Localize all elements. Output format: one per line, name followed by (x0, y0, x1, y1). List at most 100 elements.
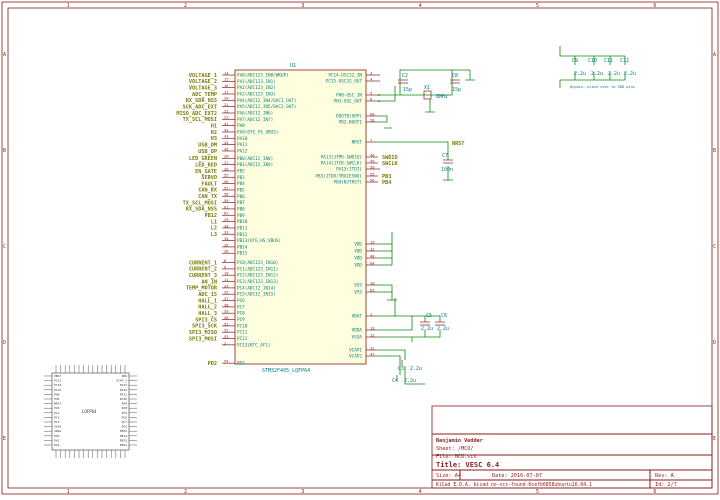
footprint-pin-name: PA12 (120, 388, 127, 392)
mcu-pin-name: PC10 (237, 323, 248, 329)
c8-value: 15p (452, 87, 461, 93)
mcu-ref: U1 (290, 63, 296, 69)
c11-value: 2.2u (608, 71, 620, 77)
footprint-pin-name: PB14 (120, 434, 127, 438)
net-label: SPI3_CS (195, 317, 217, 323)
mcu-pin-name: VSSA (352, 335, 363, 341)
title-block: Benjamin Vedder Sheet: /MCU/ File: MCU.s… (431, 405, 713, 489)
net-label: PB4 (382, 180, 391, 186)
mcu-pin-number: 37 (224, 296, 229, 301)
footprint-label: LQFP64 (82, 409, 97, 414)
grid-row-label: B (713, 148, 716, 154)
mcu-pin-name: VDDA (352, 328, 363, 334)
mcu-pin-number: 27 (224, 160, 229, 165)
mcu-pin-number: 28 (224, 166, 229, 171)
mcu-pin-number: 12 (370, 332, 375, 337)
net-label: CURRENT_1 (189, 260, 217, 266)
net-label: HALL_2 (198, 305, 217, 311)
tb-kicad: KiCad E.D.A. kicad no-vcs-found-6cefb685… (436, 482, 592, 488)
mcu-pin-name: PB10 (237, 219, 248, 225)
mcu-pin-number: 46 (370, 152, 375, 157)
mcu-pin-number: 28 (370, 117, 375, 122)
mcu-pin-number: 38 (224, 302, 229, 307)
mcu-right-pins: 3PC14-OSC32_IN×4PC15-OSC32_OUT×5PH0-OSC_… (315, 70, 398, 359)
footprint-pin-name: VDDA (54, 429, 61, 433)
mcu-pin-name: PA4(ADC12_IN4/DAC1_OUT) (237, 98, 297, 104)
mcu-pin-number: 45 (224, 146, 229, 151)
mcu-pin-name: PA3(ADC123_IN3) (237, 91, 276, 97)
grid-col-label: 3 (301, 3, 304, 9)
net-label: H1 (211, 123, 217, 129)
mcu-pin-number: 33 (224, 230, 229, 235)
grid-col-label: 5 (536, 3, 539, 9)
mcu-pin-number: 14 (224, 70, 229, 75)
tb-title: Title: VESC 6.4 (436, 461, 499, 469)
grid-col-label: 1 (67, 3, 70, 9)
mcu-pin-number: 29 (224, 217, 229, 222)
mcu-pin-name: PC4(ADC12_IN14) (237, 285, 276, 291)
footprint-pin-name: PC7 (122, 420, 128, 424)
c10-ref: C10 (588, 58, 597, 64)
mcu-pin-name: PB3(JTDO/TRACESWO) (315, 174, 362, 180)
mcu-pin-number: 21 (224, 102, 229, 107)
c7-value: 100n (441, 167, 453, 173)
mcu-pin-number: 32 (370, 246, 375, 251)
tb-sheet: Sheet: /MCU/ (436, 446, 473, 452)
mcu-pin-name: PA0(ADC123_IN0/WKUP) (237, 73, 289, 79)
c2-value: 15p (403, 87, 412, 93)
net-label: EN_GATE (195, 169, 217, 175)
mcu-pin-number: 11 (224, 277, 229, 282)
mcu-pin-name: PC6 (237, 298, 245, 304)
mcu-pin-number: 59 (224, 198, 229, 203)
net-label: VOLTAGE_2 (189, 79, 217, 85)
crystal-value: 8MHz (436, 94, 448, 100)
mcu-pin-number: 55 (224, 173, 229, 178)
power-section: C5 2.2u C6 2.2u C3 2.2u C4 2.2u (378, 232, 449, 385)
mcu-pin-name: PA2(ADC123_IN2) (237, 85, 276, 91)
mcu-left-pins: 14PA0(ADC123_IN0/WKUP)VOLTAGE_115PA1(ADC… (176, 70, 296, 367)
net-label: LED_RED (195, 162, 217, 168)
mcu-pin-number: 25 (224, 290, 229, 295)
footprint-pin-name: PA9 (122, 402, 128, 406)
mcu-pin-number: 50 (370, 164, 375, 169)
net-label: HALL_3 (198, 311, 217, 317)
mcu-pin-number: 34 (224, 236, 229, 241)
net-label: TX_SCL_MOSI (183, 117, 217, 123)
mcu-pin-name: PH1-OSC_OUT (334, 99, 363, 105)
mcu-pin-number: 18 (370, 280, 375, 285)
bypass-note: Bypass, place next to VDD pins (570, 85, 635, 89)
footprint-pin-name: VBAT (54, 374, 61, 378)
net-label: VOLTAGE_3 (189, 85, 217, 91)
mcu-pin-number: 4 (370, 76, 373, 81)
net-label: SWCLK (382, 161, 398, 167)
mcu-pin-number: 57 (224, 185, 229, 190)
net-label: USB_DP (198, 149, 217, 155)
tb-file: File: MCU.sch (436, 454, 477, 460)
mcu-pin-number: 17 (224, 89, 229, 94)
mcu-pin-name: PB5 (237, 187, 245, 193)
net-label: CURRENT_2 (189, 267, 217, 273)
tb-id: Id: 2/7 (655, 482, 677, 488)
bypass-caps-section: C9 2.2u C10 2.2u C11 2.2u C12 2.2u Bypas… (559, 46, 636, 89)
footprint-pin-name: NRST (54, 402, 61, 406)
mcu-pin-number: 56 (370, 177, 375, 182)
c7-ref: C7 (442, 153, 448, 159)
mcu-pin-number: 8 (224, 258, 227, 263)
mcu-pin-number: 7 (370, 137, 372, 142)
mcu-pin-number: 42 (224, 127, 229, 132)
mcu-pin-name: PH0-OSC_IN (336, 93, 362, 99)
mcu-pin-name: BOOT0(VPP) (336, 114, 362, 120)
net-label: USB_DM (198, 142, 217, 148)
mcu-pin-number: 55 (370, 171, 375, 176)
mcu-pin-number: 47 (370, 351, 375, 356)
mcu-pin-name: PC11 (237, 330, 248, 336)
net-label: PB12 (205, 213, 218, 219)
grid-col-label: 2 (184, 3, 187, 9)
net-label: CURRENT_3 (189, 273, 217, 279)
mcu-pin-name: PA8 (237, 123, 245, 129)
mcu-pin-number: 51 (224, 321, 229, 326)
net-label: L1 (211, 219, 217, 225)
mcu-pin-number: 23 (224, 115, 229, 120)
net-label: CAN_TX (198, 194, 218, 200)
